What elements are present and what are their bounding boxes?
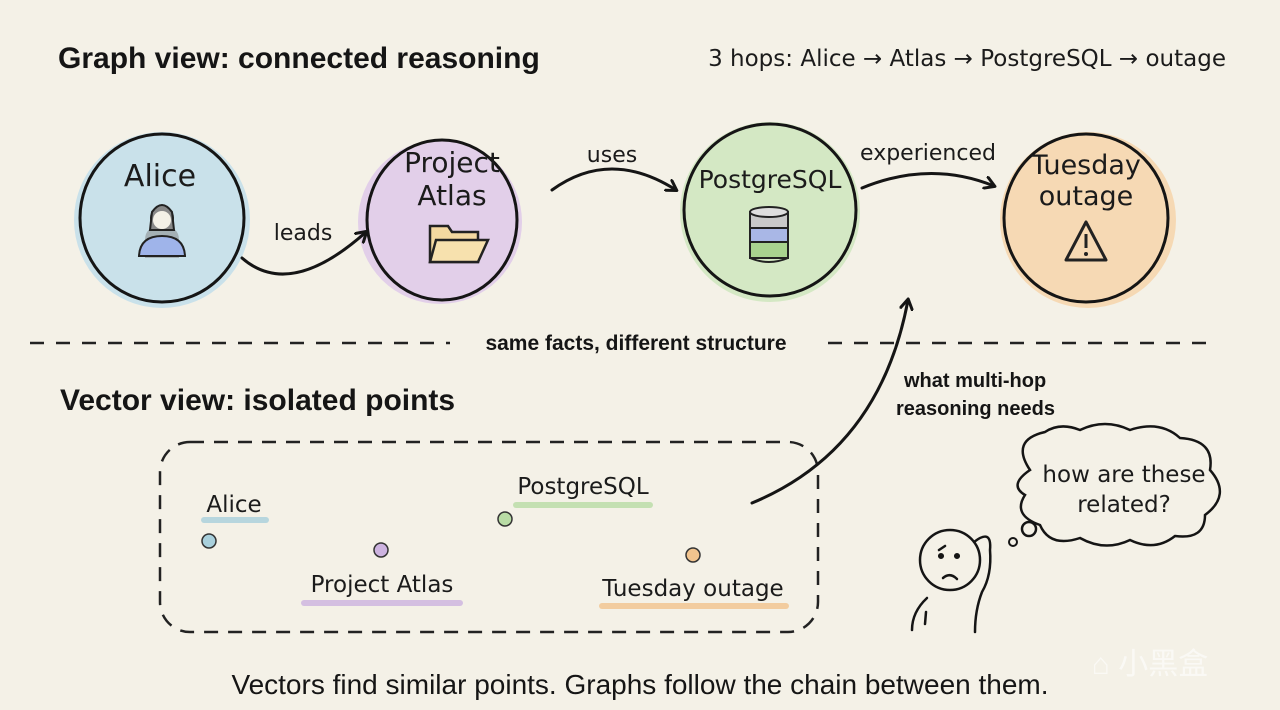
edge-experienced-arrow: [860, 172, 994, 188]
edge-label-experienced: experienced: [860, 141, 996, 166]
vector-point-tuesday-outage: Tuesday outage: [599, 547, 789, 609]
node-fill: [358, 140, 522, 304]
point-dot: [685, 547, 701, 563]
vector-view-title: Vector view: isolated points: [60, 384, 455, 417]
node-outline: [365, 138, 519, 302]
database-icon: [749, 206, 789, 263]
watermark-logo: ⌂ 小黑盒: [1092, 648, 1208, 681]
warning-icon: [1064, 220, 1108, 262]
multihop-arrow: [750, 300, 908, 505]
confused-person-icon: [910, 528, 992, 634]
vector-point-project-atlas: Project Atlas: [301, 542, 463, 606]
edge-label-leads: leads: [274, 221, 333, 246]
multihop-note-line2: reasoning needs: [896, 398, 1055, 420]
point-label: Tuesday outage: [601, 576, 783, 602]
person-icon: [137, 204, 187, 258]
thought-line2: related?: [1077, 492, 1171, 518]
edge-label-uses: uses: [587, 143, 637, 168]
node-outline: [682, 122, 858, 298]
hops-summary: 3 hops: Alice → Atlas → PostgreSQL → out…: [708, 46, 1226, 72]
point-label: PostgreSQL: [517, 474, 649, 500]
point-dot: [373, 542, 389, 558]
vector-point-alice: Alice: [201, 492, 269, 549]
graph-view-title: Graph view: connected reasoning: [58, 42, 540, 75]
node-label-line2: outage: [1039, 181, 1134, 212]
node-label-line2: Atlas: [417, 179, 486, 212]
node-outline: [1002, 132, 1170, 304]
divider-label: same facts, different structure: [485, 332, 786, 355]
edge-leads-arrow: [240, 232, 366, 276]
vector-space-box: [158, 440, 820, 634]
thought-bubble: how are these related?: [1008, 422, 1221, 547]
node-label-line1: Project: [404, 146, 500, 179]
node-outline: [78, 132, 246, 304]
thought-line1: how are these: [1042, 462, 1205, 488]
caption: Vectors find similar points. Graphs foll…: [231, 669, 1048, 700]
point-label: Project Atlas: [311, 572, 454, 598]
point-dot: [201, 533, 217, 549]
vector-point-postgresql: PostgreSQL: [497, 474, 653, 527]
folder-icon: [428, 224, 490, 264]
node-fill: [1000, 132, 1176, 308]
node-project-atlas: Project Atlas: [358, 138, 522, 304]
point-dot: [497, 511, 513, 527]
node-label-line1: Tuesday: [1030, 150, 1141, 181]
node-tuesday-outage: Tuesday outage: [1000, 132, 1176, 308]
node-postgresql: PostgreSQL: [680, 122, 860, 302]
point-label: Alice: [206, 492, 261, 518]
edge-uses-arrow: [550, 167, 676, 190]
node-label: PostgreSQL: [699, 165, 842, 194]
node-alice: Alice: [74, 132, 250, 308]
multihop-note-line1: what multi-hop: [903, 370, 1046, 392]
node-label: Alice: [124, 159, 196, 194]
